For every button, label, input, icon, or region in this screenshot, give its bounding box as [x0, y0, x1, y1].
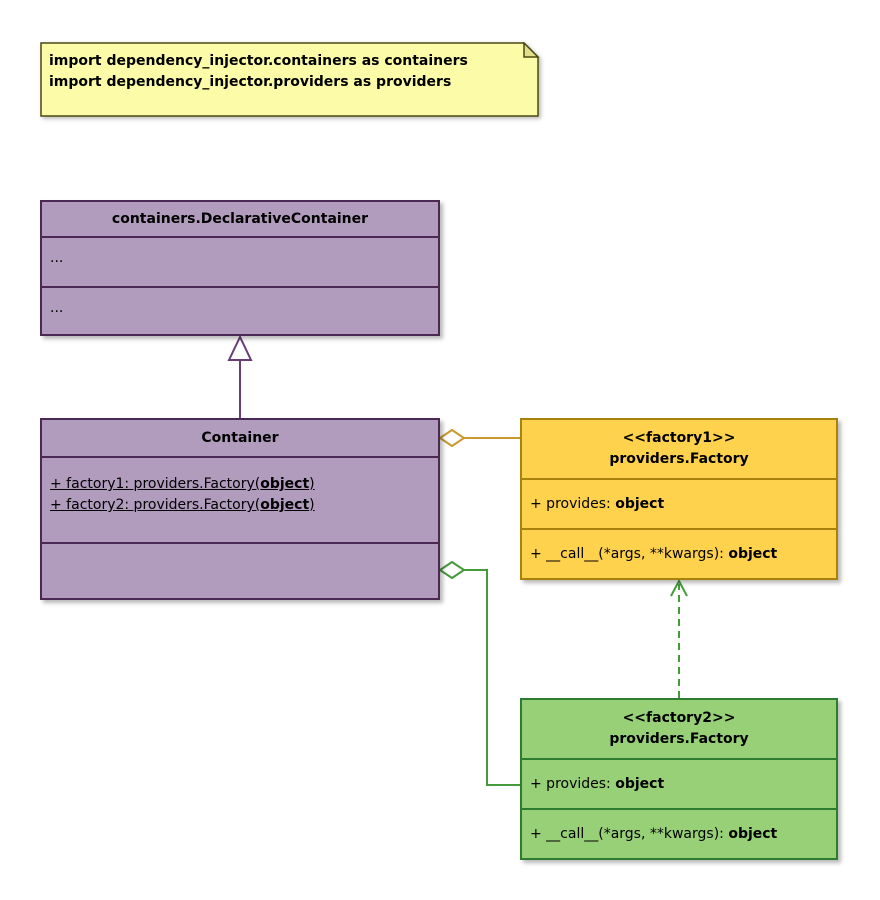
stereotype-label: <<factory1>>	[622, 430, 736, 446]
class-title: containers.DeclarativeContainer	[111, 211, 369, 227]
aggregation-diamond-icon	[438, 560, 466, 580]
call-method: + __call__(*args, **kwargs): object	[530, 546, 778, 562]
class-section-methods: ...	[42, 286, 438, 334]
aggregation-diamond-icon	[438, 428, 466, 448]
provides-attribute: + provides: object	[530, 776, 665, 792]
inheritance-connector	[227, 334, 253, 418]
class-section-attributes: ...	[42, 236, 438, 286]
class-title: providers.Factory	[609, 451, 749, 467]
ellipsis-text: ...	[50, 250, 64, 266]
inheritance-triangle-icon	[227, 334, 253, 361]
call-method: + __call__(*args, **kwargs): object	[530, 826, 778, 842]
note-line: import dependency_injector.providers as …	[49, 74, 452, 90]
provides-attribute: + provides: object	[530, 496, 665, 512]
class-section-attributes: + provides: object	[522, 478, 836, 528]
class-title: Container	[201, 430, 279, 446]
open-arrowhead-icon	[670, 578, 688, 597]
aggregation-factory2-connector	[438, 560, 520, 786]
static-member-factory1: + factory1: providers.Factory(object)	[50, 476, 315, 492]
class-section-attributes: + factory1: providers.Factory(object) + …	[42, 456, 438, 542]
dependency-arrow-factory2-to-factory1	[670, 578, 688, 698]
class-section-methods	[42, 542, 438, 598]
aggregation-factory1-connector	[438, 428, 520, 448]
ellipsis-text: ...	[50, 300, 64, 316]
class-title-block: <<factory2>> providers.Factory	[522, 700, 836, 758]
class-factory1: <<factory1>> providers.Factory + provide…	[520, 418, 838, 580]
import-note: import dependency_injector.containers as…	[40, 42, 540, 118]
class-declarative-container: containers.DeclarativeContainer ... ...	[40, 200, 440, 336]
stereotype-label: <<factory2>>	[622, 710, 736, 726]
note-text: import dependency_injector.containers as…	[49, 51, 516, 93]
class-title-block: <<factory1>> providers.Factory	[522, 420, 836, 478]
class-factory2: <<factory2>> providers.Factory + provide…	[520, 698, 838, 860]
class-section-methods: + __call__(*args, **kwargs): object	[522, 528, 836, 578]
note-fold-icon	[523, 42, 540, 58]
class-container: Container + factory1: providers.Factory(…	[40, 418, 440, 600]
class-section-methods: + __call__(*args, **kwargs): object	[522, 808, 836, 858]
note-background	[40, 42, 540, 117]
class-title: providers.Factory	[609, 731, 749, 747]
note-line: import dependency_injector.containers as…	[49, 53, 468, 69]
class-section-attributes: + provides: object	[522, 758, 836, 808]
static-member-factory2: + factory2: providers.Factory(object)	[50, 497, 315, 513]
